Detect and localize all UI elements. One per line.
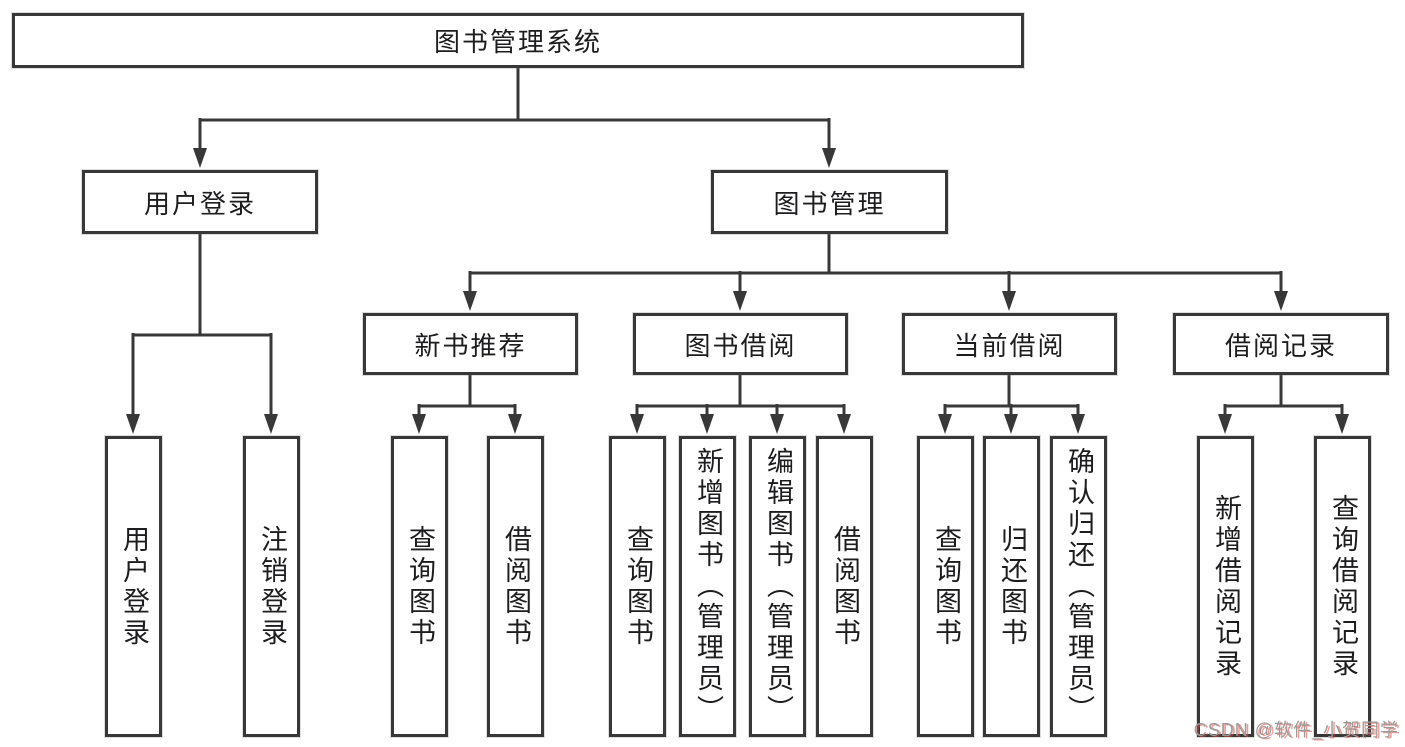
arrowhead xyxy=(1218,414,1232,434)
arrowhead xyxy=(770,414,784,434)
node-book-borrow-label: 图书借阅 xyxy=(684,330,797,361)
arrowhead xyxy=(1335,414,1349,434)
leaf-edit-book-admin-label: 编辑图书（管理员） xyxy=(763,447,793,726)
leaf-add-book-admin-label: 新增图书（管理员） xyxy=(693,447,723,726)
arrowhead xyxy=(938,414,952,434)
connector-borrow-records-group xyxy=(1223,375,1344,418)
arrowhead xyxy=(508,414,522,434)
connector-user-login-group xyxy=(131,234,273,418)
node-book-borrow: 图书借阅 xyxy=(633,313,848,375)
leaf-query-books-recommend: 查询图书 xyxy=(391,436,448,737)
connector-new-book-group xyxy=(417,375,517,418)
leaf-query-borrow-record-label: 查询借阅记录 xyxy=(1328,493,1358,680)
arrowhead xyxy=(700,414,714,434)
node-borrow-records-label: 借阅记录 xyxy=(1224,330,1337,361)
leaf-query-books-recommend-label: 查询图书 xyxy=(405,524,435,649)
csdn-watermark: CSDN @软件_小贺同学 xyxy=(1193,720,1399,740)
leaf-query-books-borrow: 查询图书 xyxy=(609,436,666,737)
leaf-logout-label: 注销登录 xyxy=(257,524,287,649)
arrowhead xyxy=(193,148,207,168)
node-current-borrow: 当前借阅 xyxy=(902,313,1117,375)
leaf-user-login: 用户登录 xyxy=(105,436,162,737)
node-new-book-recommend: 新书推荐 xyxy=(363,313,578,375)
leaf-add-borrow-record-label: 新增借阅记录 xyxy=(1211,493,1241,680)
arrowhead xyxy=(463,291,477,311)
node-user-login-label: 用户登录 xyxy=(143,188,256,219)
node-user-login: 用户登录 xyxy=(82,170,318,234)
arrowhead xyxy=(1004,414,1018,434)
connector-book-management-to-level3 xyxy=(468,234,1283,295)
leaf-borrow-books-recommend: 借阅图书 xyxy=(487,436,544,737)
node-new-book-recommend-label: 新书推荐 xyxy=(414,330,527,361)
node-root-label: 图书管理系统 xyxy=(433,27,602,57)
leaf-confirm-return-admin-label: 确认归还（管理员） xyxy=(1064,447,1094,726)
leaf-edit-book-admin: 编辑图书（管理员） xyxy=(749,436,806,737)
connector-root-to-level2 xyxy=(198,68,831,152)
leaf-borrow-books: 借阅图书 xyxy=(816,436,873,737)
arrowhead xyxy=(1002,291,1016,311)
arrowhead xyxy=(126,414,140,434)
arrowhead xyxy=(630,414,644,434)
leaf-add-borrow-record: 新增借阅记录 xyxy=(1197,436,1254,737)
node-book-management-label: 图书管理 xyxy=(773,188,886,219)
arrowhead xyxy=(733,291,747,311)
arrowhead xyxy=(1274,291,1288,311)
leaf-confirm-return-admin: 确认归还（管理员） xyxy=(1050,436,1107,737)
arrowhead xyxy=(1071,414,1085,434)
leaf-borrow-books-label: 借阅图书 xyxy=(830,524,860,649)
arrowhead xyxy=(412,414,426,434)
connector-current-borrow-group xyxy=(943,375,1080,418)
leaf-logout: 注销登录 xyxy=(243,436,300,737)
leaf-add-book-admin: 新增图书（管理员） xyxy=(679,436,736,737)
arrowhead xyxy=(822,148,836,168)
node-root: 图书管理系统 xyxy=(12,13,1024,68)
leaf-return-book-label: 归还图书 xyxy=(997,524,1027,649)
leaf-query-books-current: 查询图书 xyxy=(917,436,974,737)
node-borrow-records: 借阅记录 xyxy=(1173,313,1389,375)
node-book-management: 图书管理 xyxy=(711,170,948,234)
leaf-query-books-current-label: 查询图书 xyxy=(931,524,961,649)
leaf-borrow-books-recommend-label: 借阅图书 xyxy=(501,524,531,649)
arrowhead xyxy=(837,414,851,434)
connector-book-borrow-group xyxy=(635,375,846,418)
leaf-query-borrow-record: 查询借阅记录 xyxy=(1314,436,1371,737)
node-current-borrow-label: 当前借阅 xyxy=(953,330,1066,361)
leaf-query-books-borrow-label: 查询图书 xyxy=(623,524,653,649)
arrowhead xyxy=(264,414,278,434)
leaf-user-login-label: 用户登录 xyxy=(119,524,149,649)
leaf-return-book: 归还图书 xyxy=(983,436,1040,737)
